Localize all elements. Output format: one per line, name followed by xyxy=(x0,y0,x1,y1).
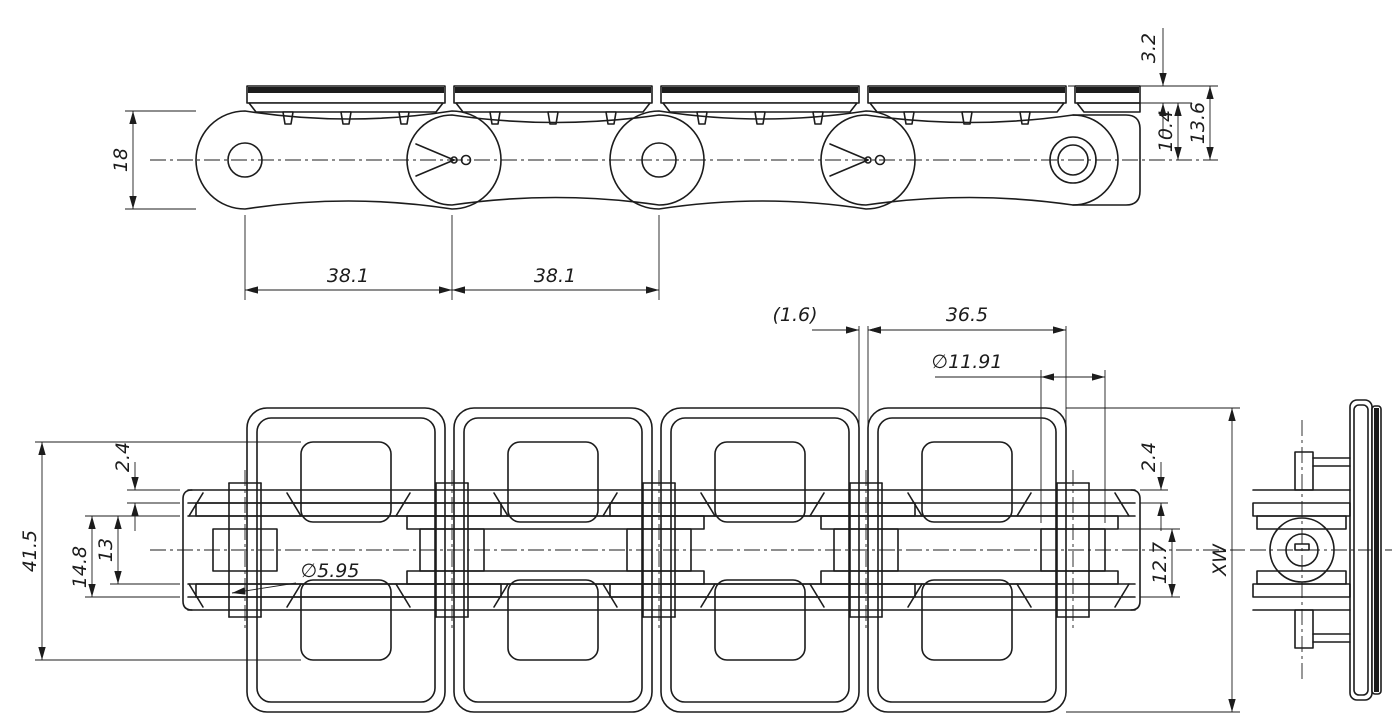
dim-pad-thickness: 3.2 xyxy=(1138,33,1160,63)
dim-plate-gap: (1.6) xyxy=(772,304,817,326)
cotter-pin xyxy=(829,143,886,177)
dimension-roller-width: 12.7 xyxy=(1105,528,1180,598)
end-view xyxy=(1250,399,1392,701)
roller xyxy=(1049,136,1097,184)
dimension-pad-and-height: 3.2 10.4 13.6 xyxy=(1068,28,1218,160)
dimension-pitch: 38.1 38.1 xyxy=(244,215,660,300)
outer-link-plate xyxy=(195,110,502,210)
dimension-plate-thickness-left: 2.4 xyxy=(112,442,180,531)
bushing xyxy=(1057,144,1089,176)
top-plate-edge-inner xyxy=(1353,404,1369,696)
rubber-pad-fill xyxy=(1374,408,1379,692)
side-elevation-view: 18 38.1 38.1 3.2 10.4 13.6 xyxy=(110,28,1218,300)
chain-cross-section xyxy=(1252,489,1351,611)
dim-plate-height: 18 xyxy=(110,148,132,172)
dimension-attachment-span: 41.5 xyxy=(19,441,301,661)
dim-pin-diameter: ∅5.95 xyxy=(301,560,360,582)
roller-end xyxy=(1269,517,1335,583)
dim-pitch-2: 38.1 xyxy=(534,265,576,287)
dimension-plate-height: 18 xyxy=(110,110,196,210)
outer-link-plate xyxy=(609,110,916,210)
dim-plate-length: 36.5 xyxy=(946,304,988,326)
dim-plate-thickness-right: 2.4 xyxy=(1138,442,1160,472)
cotter-pin-end xyxy=(1294,543,1310,551)
dim-top-plate-width: XW xyxy=(1209,543,1231,577)
top-plates-plan xyxy=(246,407,1067,713)
attachment-legs xyxy=(1294,451,1351,649)
inner-link-plate xyxy=(406,114,705,206)
dim-attachment-span: 41.5 xyxy=(19,530,41,572)
dimension-gap-and-length: (1.6) 36.5 xyxy=(772,304,1067,468)
top-plate-partial xyxy=(1074,85,1141,113)
pin-end xyxy=(1285,533,1319,567)
link-plate-cut-end xyxy=(1072,114,1141,206)
plan-view: (1.6) 36.5 ∅11.91 2.4 2.4 xyxy=(19,304,1245,713)
dimension-roller-diameter: ∅11.91 xyxy=(932,351,1106,523)
dimension-width-over-inner-plates: 14.8 xyxy=(69,516,180,598)
dim-plate-thickness-left: 2.4 xyxy=(112,442,134,472)
dimension-top-plate-width: XW xyxy=(1066,407,1240,713)
dim-pitch-1: 38.1 xyxy=(327,265,369,287)
dim-inner-width: 13 xyxy=(95,538,117,562)
dimension-pin-diameter: ∅5.95 xyxy=(231,560,360,595)
dim-pad-top-to-center: 13.6 xyxy=(1187,102,1209,144)
dim-plate-top-to-center: 10.4 xyxy=(1155,110,1177,152)
pin-hole xyxy=(641,142,677,178)
dim-roller-diameter: ∅11.91 xyxy=(932,351,1003,373)
dim-roller-width: 12.7 xyxy=(1149,542,1171,584)
pin-hole xyxy=(227,142,263,178)
dim-width-over-inner-plates: 14.8 xyxy=(69,546,91,588)
cotter-pin xyxy=(415,143,472,177)
dimension-inner-width: 13 xyxy=(85,515,180,585)
dimension-plate-thickness-right: 2.4 xyxy=(1138,442,1168,531)
